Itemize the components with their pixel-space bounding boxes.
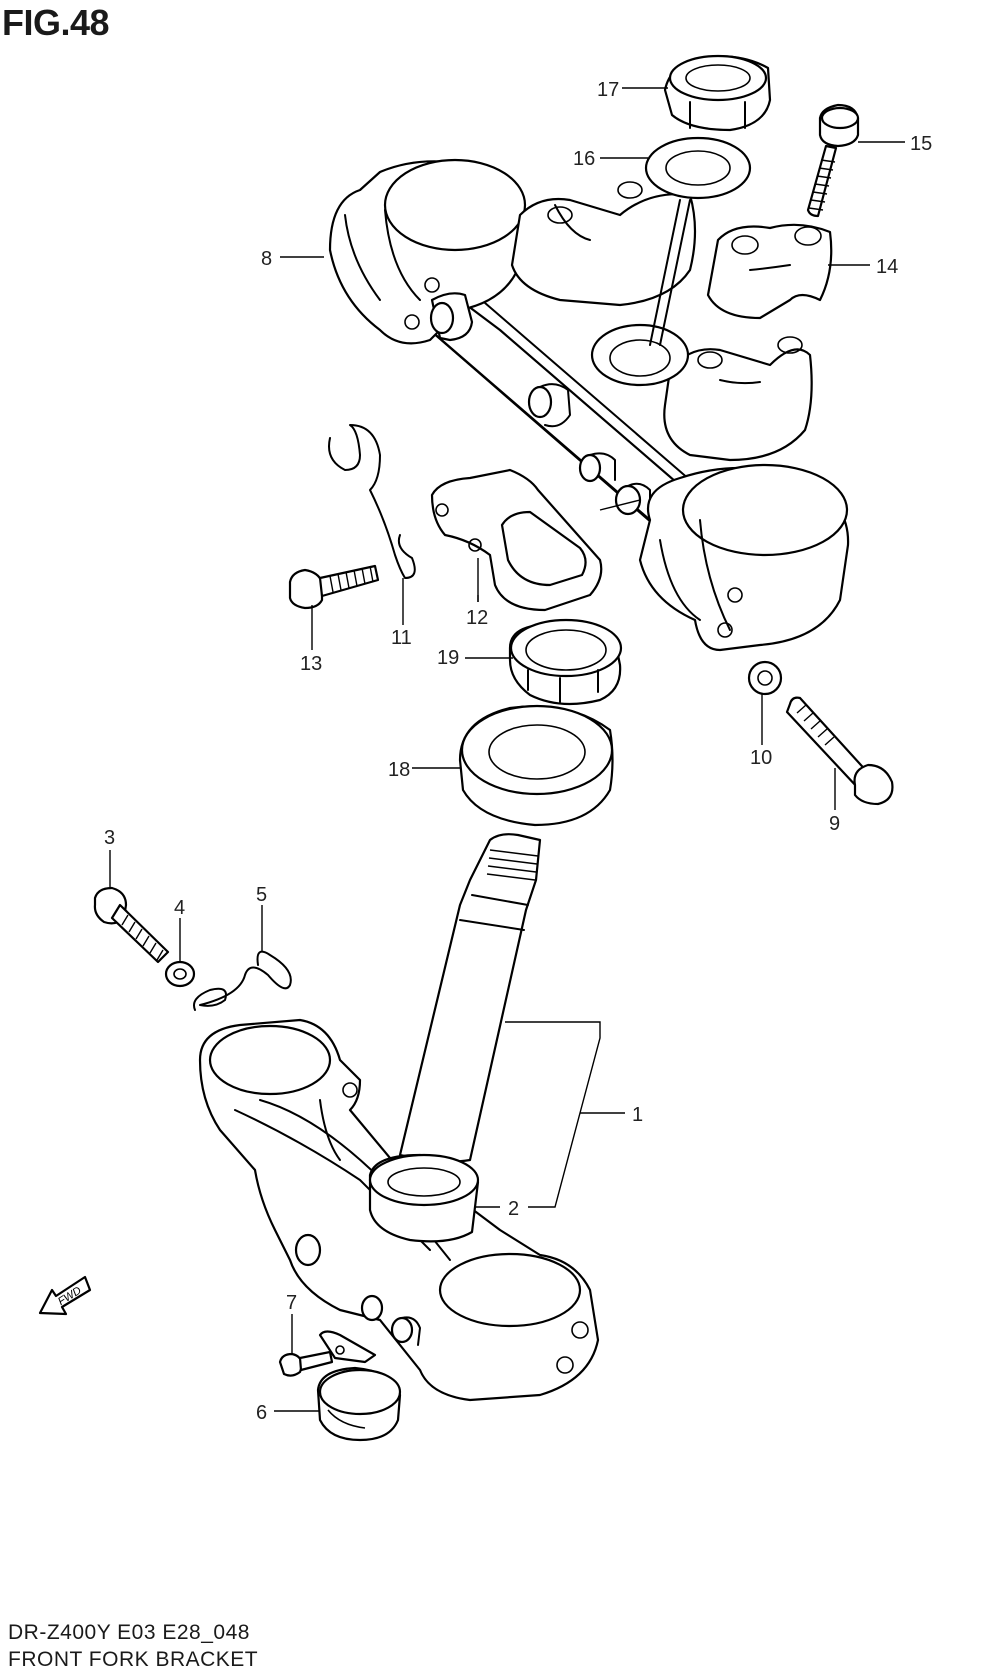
model-code: DR-Z400Y E03 E28_048 — [8, 1621, 250, 1644]
collar-part-6 — [316, 1366, 402, 1442]
part-number-14: 14 — [876, 256, 898, 278]
part-number-13: 13 — [300, 653, 322, 675]
part-number-3: 3 — [104, 827, 115, 849]
cable-guide-part-12 — [430, 468, 641, 612]
bolt-part-15 — [806, 103, 860, 218]
washer-part-4 — [164, 960, 196, 988]
part-number-2: 2 — [508, 1198, 519, 1220]
bolt-part-3 — [93, 886, 170, 964]
part-number-4: 4 — [174, 897, 185, 919]
clip-part-11 — [328, 424, 416, 579]
part-number-18: 18 — [388, 759, 410, 781]
bearing-part-18 — [458, 704, 614, 827]
part-number-7: 7 — [286, 1292, 297, 1314]
figure-title: FIG.48 — [2, 2, 110, 43]
bolt-part-7 — [278, 1330, 377, 1377]
part-number-5: 5 — [256, 884, 267, 906]
part-number-16: 16 — [573, 148, 595, 170]
figure-caption: FRONT FORK BRACKET — [8, 1648, 259, 1671]
part-number-6: 6 — [256, 1402, 267, 1424]
part-number-12: 12 — [466, 607, 488, 629]
washer-part-10 — [747, 660, 783, 696]
fwd-arrow-icon: FWD — [38, 1275, 92, 1316]
handlebar-holder-part-14 — [706, 223, 833, 320]
steering-stem-lock-nut-part-19 — [508, 618, 623, 706]
part-number-8: 8 — [261, 248, 272, 270]
part-number-11: 11 — [391, 627, 412, 649]
part-number-17: 17 — [597, 79, 619, 101]
part-number-15: 15 — [910, 133, 932, 155]
part-number-1: 1 — [632, 1104, 643, 1126]
bolt-part-9 — [785, 696, 894, 806]
washer-part-16 — [644, 136, 752, 346]
part-number-9: 9 — [829, 813, 840, 835]
clip-part-5 — [193, 950, 292, 1011]
steering-stem-nut-part-17 — [663, 54, 772, 132]
part-number-19: 19 — [437, 647, 459, 669]
steering-stem-part-1 — [198, 833, 600, 1402]
part-number-10: 10 — [750, 747, 772, 769]
bolt-part-13 — [288, 564, 380, 610]
upper-bracket-part-8 — [328, 158, 850, 652]
leader-lines — [109, 87, 905, 1412]
part-numbers: 1 2 3 4 5 6 7 8 9 10 11 12 13 14 15 16 1… — [104, 79, 932, 1424]
